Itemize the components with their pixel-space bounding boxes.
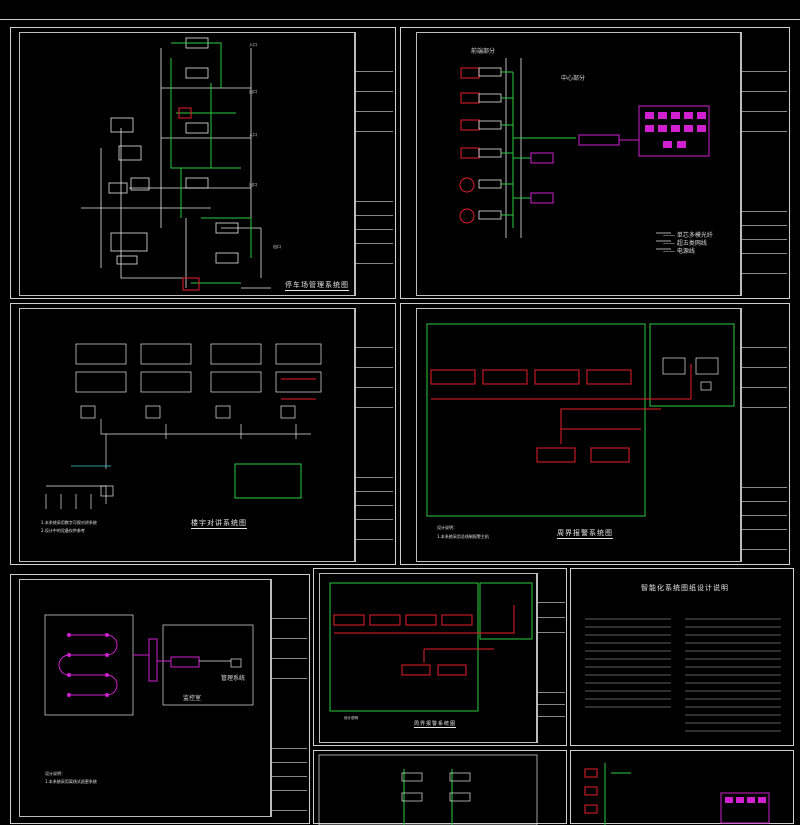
legend-item: —— 电源线 xyxy=(663,248,695,255)
title-block xyxy=(355,308,393,562)
svg-text:入口: 入口 xyxy=(249,132,257,137)
patrol-diagram: 设计说明： 1.本系统采用离线式巡更系统 xyxy=(44,614,254,784)
sheet-cctv-system[interactable]: 前端部分 中心部分 —— 单芯多模光纤 —— 超五类网线 xyxy=(400,27,790,299)
svg-text:入口: 入口 xyxy=(249,42,257,47)
cctv-diagram xyxy=(459,58,710,250)
svg-text:1.本系统采用数字可视对讲系统: 1.本系统采用数字可视对讲系统 xyxy=(41,519,97,525)
svg-text:设计说明：: 设计说明： xyxy=(437,524,457,530)
sheet-intercom-system[interactable]: 1.本系统采用数字可视对讲系统 2.设计中的设备仅供参考 楼宇对讲系统图 xyxy=(10,303,396,565)
sheet-border xyxy=(19,308,355,562)
svg-text:出口: 出口 xyxy=(249,88,257,94)
svg-text:2.设计中的设备仅供参考: 2.设计中的设备仅供参考 xyxy=(41,527,85,533)
title-block xyxy=(741,32,787,296)
perimeter-diagram: 设计说明： 1.本系统采用总线制报警主机 xyxy=(426,323,735,539)
intercom-diagram: 1.本系统采用数字可视对讲系统 2.设计中的设备仅供参考 xyxy=(41,343,322,533)
title-block xyxy=(271,579,307,817)
sheet-border xyxy=(416,308,741,562)
svg-text:设计说明: 设计说明 xyxy=(344,715,358,720)
legend-item: —— 单芯多模光纤 xyxy=(663,232,713,239)
sheet-perimeter-alarm[interactable]: 设计说明： 1.本系统采用总线制报警主机 周界报警系统图 xyxy=(400,303,790,565)
sheet-title: 周界报警系统图 xyxy=(557,529,613,539)
sheet-cctv-copy[interactable] xyxy=(570,750,794,825)
title-block xyxy=(741,308,787,562)
sheet-border xyxy=(19,32,355,296)
sheet-design-notes[interactable]: 智能化系统图纸设计说明 xyxy=(570,568,794,746)
sheet-parking-system[interactable]: 入口出口入口 出口出口 停车场管理系统图 xyxy=(10,27,396,299)
sheet-border xyxy=(319,573,537,743)
cctv-copy-diagram xyxy=(584,763,770,825)
sheet-title: 周界报警系统图 xyxy=(414,721,457,728)
sheet-patrol-system[interactable]: 设计说明： 1.本系统采用离线式巡更系统 监控室 管理系统 xyxy=(10,574,310,824)
svg-text:出口: 出口 xyxy=(273,243,281,249)
sheet-title: 楼宇对讲系统图 xyxy=(191,519,247,529)
region-label-front: 前端部分 xyxy=(471,48,496,55)
sheet-title: 智能化系统图纸设计说明 xyxy=(641,584,729,592)
partial-diagram xyxy=(318,754,538,825)
svg-text:1.本系统采用离线式巡更系统: 1.本系统采用离线式巡更系统 xyxy=(45,778,97,784)
sheet-border xyxy=(416,32,741,296)
notes-text-block xyxy=(585,618,781,732)
svg-text:出口: 出口 xyxy=(249,181,257,187)
title-block xyxy=(355,32,393,296)
region-label-center: 中心部分 xyxy=(561,75,586,82)
svg-text:1.本系统采用总线制报警主机: 1.本系统采用总线制报警主机 xyxy=(437,533,489,539)
alarm-copy-diagram: 设计说明 xyxy=(329,582,533,720)
drawing-top-rule xyxy=(0,19,800,20)
sheet-alarm-copy[interactable]: 设计说明 周界报警系统图 xyxy=(313,568,567,746)
svg-text:设计说明：: 设计说明： xyxy=(45,770,65,776)
title-block xyxy=(537,573,565,743)
sheet-border xyxy=(19,579,271,817)
legend-item: —— 超五类网线 xyxy=(663,240,707,247)
sheet-partial-bottom[interactable] xyxy=(313,750,567,825)
sheet-title: 停车场管理系统图 xyxy=(285,281,349,291)
label-control-room: 监控室 xyxy=(183,695,202,702)
label-system: 管理系统 xyxy=(221,675,246,682)
